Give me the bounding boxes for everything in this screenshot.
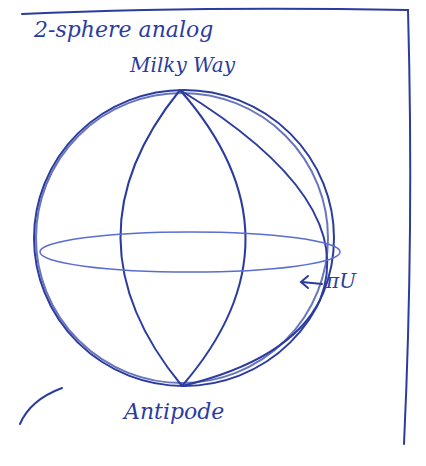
frame-line [22,9,410,444]
map-label: πU [326,270,356,292]
pole-label: Antipode [124,400,224,424]
leader-arrow [302,282,322,284]
arrow-head [301,276,308,288]
diagram-title: 2-sphere analog [34,18,213,42]
pole-label: Milky Way [130,54,235,76]
meridian [120,90,182,386]
meridian [180,90,327,386]
meridian [180,90,246,386]
frame-line [20,388,62,424]
equator [40,232,340,272]
